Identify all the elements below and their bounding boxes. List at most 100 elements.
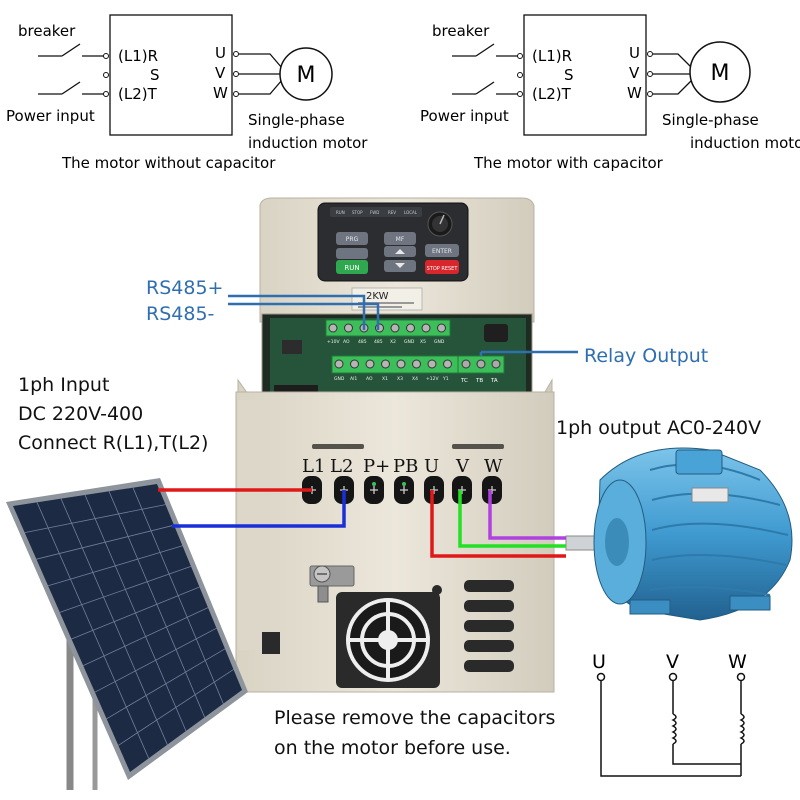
control-terminal-screw[interactable] (437, 323, 446, 333)
side-vents (464, 580, 514, 672)
shift-button[interactable] (336, 248, 368, 259)
run-button-label: RUN (344, 264, 359, 272)
relay-output-label: Relay Output (584, 345, 708, 367)
vent-slot (312, 444, 364, 449)
svg-text:REV: REV (388, 210, 396, 215)
relay-screw[interactable] (461, 359, 471, 369)
rs485-plus-label: RS485+ (146, 277, 223, 299)
solar-panel (6, 478, 248, 790)
terminal-r-label: (L1)R (118, 47, 158, 65)
mf-button[interactable] (384, 232, 416, 245)
input-label-line3: Connect R(L1),T(L2) (18, 432, 208, 454)
motor-foot (629, 599, 671, 615)
breaker-switch (61, 43, 81, 57)
motor-foot (729, 595, 771, 611)
run-button[interactable] (336, 260, 368, 274)
terminal-label-l1: L1 (302, 456, 325, 477)
ctrl-label: +12V (426, 376, 439, 382)
up-arrow-icon (395, 249, 405, 254)
output-label: 1ph output AC0-240V (556, 417, 761, 439)
stop-reset-button[interactable] (425, 260, 459, 274)
prg-button-label: PRG (346, 236, 359, 243)
winding-u-line (600, 681, 741, 777)
motor-nameplate (691, 487, 729, 503)
terminal-t-label: (L2)T (118, 85, 158, 103)
control-terminal-screw[interactable] (406, 323, 415, 333)
control-terminal-labels-top: +10V AO 485 485 X2 GND X5 GND (327, 339, 445, 345)
control-terminal-screw[interactable] (375, 323, 384, 333)
winding-v-coil (671, 713, 677, 745)
terminal-label-v: V (455, 456, 470, 477)
relay-screw[interactable] (491, 359, 501, 369)
rs485-minus-label: RS485- (146, 303, 214, 325)
ctrl-label: 485 (374, 339, 383, 345)
control-terminal-screw[interactable] (328, 323, 338, 333)
control-terminal-screw[interactable] (396, 359, 406, 369)
prg-button[interactable] (336, 232, 368, 245)
ctrl-label: X3 (397, 376, 403, 382)
inverter-box (109, 14, 233, 136)
pcb-component (282, 340, 302, 354)
terminal-label-w: W (484, 456, 503, 477)
terminal-w-label: W (213, 84, 228, 102)
motor-label-line1: Single-phase (662, 111, 759, 129)
winding-w-coil (739, 713, 745, 745)
ctrl-label: X2 (390, 339, 396, 345)
control-terminal-screw[interactable] (427, 359, 437, 369)
control-terminal-labels-bottom: GND AI1 AO X1 X3 X4 +12V Y1 (334, 376, 449, 382)
callouts: RS485+ RS485- Relay Output 1ph Input DC … (18, 277, 761, 759)
note-line2: on the motor before use. (274, 737, 511, 759)
panel-cell-grid (24, 487, 234, 759)
motor-label-line2: induction motor (248, 134, 368, 152)
power-input-label: Power input (6, 107, 95, 125)
enter-button-label: ENTER (432, 248, 452, 255)
control-terminal-screw[interactable] (334, 359, 344, 369)
ctrl-label: +10V (327, 339, 340, 345)
control-terminal-screw[interactable] (443, 359, 452, 369)
pcb-capacitor (484, 324, 508, 342)
control-terminal-screws-bottom (334, 359, 452, 369)
mounting-slot (262, 632, 280, 654)
enter-button[interactable] (425, 244, 459, 257)
svg-text:LOCAL: LOCAL (404, 210, 418, 215)
terminal-label-pb: PB (393, 456, 418, 477)
three-phase-motor (565, 447, 793, 621)
terminal-u-label: U (215, 44, 226, 62)
wire-v (458, 490, 566, 548)
control-terminal-screw[interactable] (350, 359, 359, 369)
ctrl-label: X5 (420, 339, 426, 345)
terminal-t-label: (L2)T (532, 85, 572, 103)
terminal-s-label: S (150, 66, 160, 84)
control-terminal-screw[interactable] (365, 359, 375, 369)
breaker-label: breaker (432, 22, 490, 40)
relay-screw[interactable] (476, 359, 486, 369)
input-label-line2: DC 220V-400 (18, 403, 143, 425)
control-terminal-screw[interactable] (390, 323, 400, 333)
motor-label-line1: Single-phase (248, 111, 345, 129)
ctrl-label: GND (434, 339, 445, 345)
motor-symbol-letter: M (297, 63, 316, 88)
terminal-v-label: V (215, 64, 226, 82)
motor-label-line2: induction motor (690, 134, 800, 152)
vent-slot (452, 444, 504, 449)
control-terminal-screw[interactable] (421, 323, 431, 333)
control-terminal-screw[interactable] (412, 359, 421, 369)
panel-cells (13, 484, 242, 772)
winding-w-label: W (728, 651, 747, 673)
relay-label-tb: TB (475, 378, 483, 384)
terminal-w-label: W (627, 84, 642, 102)
control-terminal-screw[interactable] (381, 359, 390, 369)
power-terminal-labels: L1 L2 P+ PB U V W (302, 456, 503, 477)
rs485-plus-leader (228, 294, 366, 330)
ctrl-label: GND (334, 376, 345, 382)
winding-diagram: U V W (592, 651, 747, 777)
schematic-with-capacitor: breaker Power input (L1)R S (L2)T U V W … (420, 14, 800, 172)
stop-reset-button-label: STOP RESET (427, 266, 459, 272)
control-terminal-screw[interactable] (344, 323, 353, 333)
svg-text:RUN: RUN (336, 210, 345, 215)
rating-text: 2KW (366, 291, 389, 302)
schematic-without-capacitor: breaker Power input (L1)R S (L2)T U V W … (6, 14, 368, 172)
motor-terminal-box (675, 449, 723, 475)
ctrl-label: AO (366, 376, 373, 382)
